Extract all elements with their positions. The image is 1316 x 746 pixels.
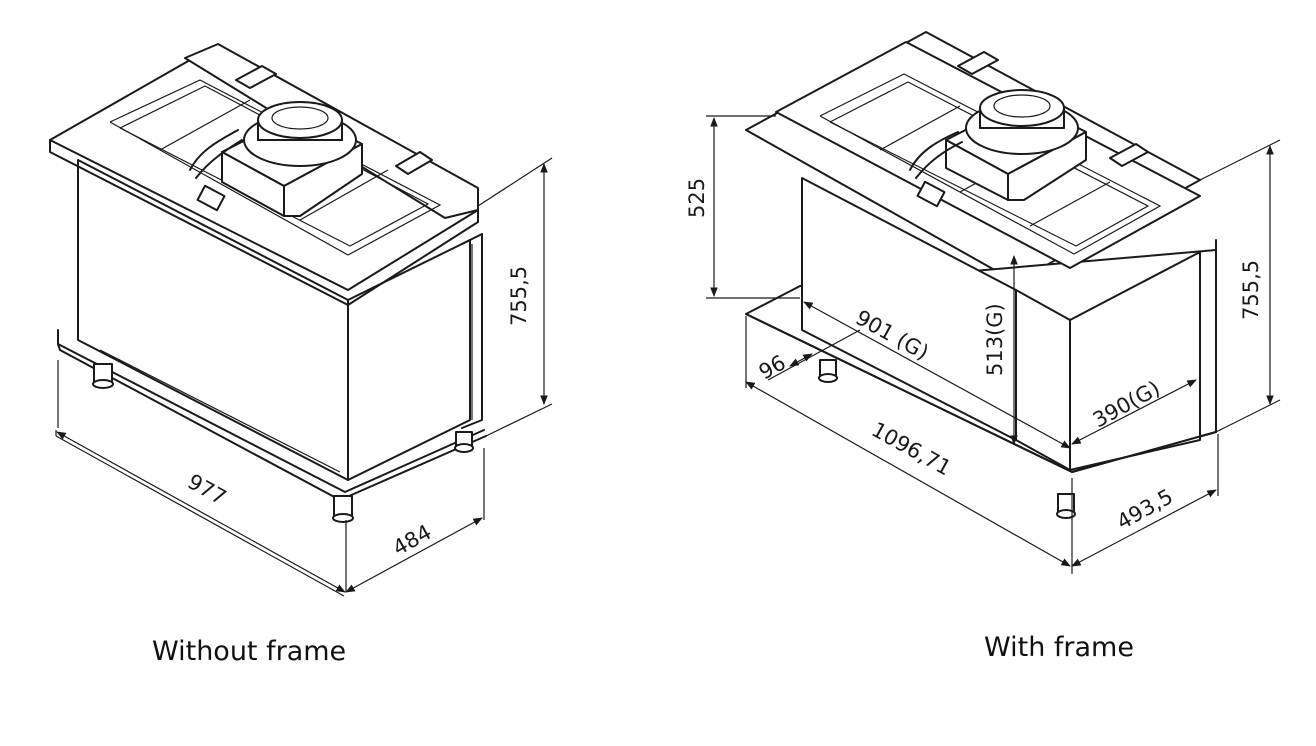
- dim-right-width: 1096,71: [868, 417, 956, 480]
- caption-without-frame: Without frame: [152, 636, 347, 667]
- dim-right-height: 755,5: [1239, 260, 1263, 320]
- fireplace-with-frame: [745, 31, 1217, 519]
- dim-left-width: 977: [184, 469, 231, 509]
- dim-right-offset: 96: [755, 350, 790, 384]
- right-dimension-lines: [706, 115, 1281, 574]
- dim-right-glass-height: 513(G): [983, 303, 1007, 376]
- left-dimension-lines: [55, 157, 553, 597]
- dim-right-top-height: 525: [685, 178, 709, 218]
- caption-with-frame: With frame: [984, 632, 1134, 663]
- fireplace-without-frame: [49, 43, 487, 523]
- dim-left-height: 755,5: [507, 266, 531, 326]
- dim-left-depth: 484: [389, 520, 436, 560]
